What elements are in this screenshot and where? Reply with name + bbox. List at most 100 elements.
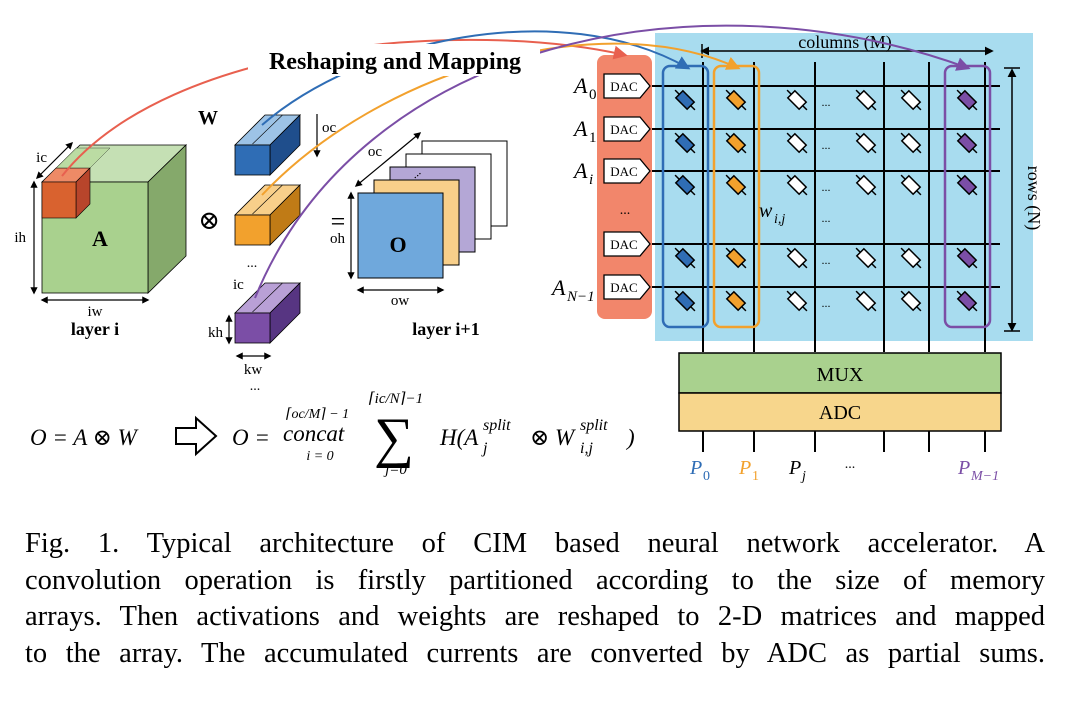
dac-shape (603, 231, 651, 257)
weight-cell (674, 174, 696, 196)
cell-resistor (956, 247, 978, 269)
dac-label: DAC (610, 237, 637, 252)
eq-close: ) (625, 425, 635, 450)
cell-resistor (674, 89, 696, 111)
weight-cell (725, 174, 747, 196)
weight-cell (855, 132, 877, 154)
weight-kernels (234, 114, 301, 344)
svg-text:1: 1 (589, 130, 597, 146)
weight-cell (855, 247, 877, 269)
equals-sign: = (331, 207, 346, 236)
sum-lower: j=0 (383, 462, 407, 478)
output-label-o: O (389, 232, 406, 257)
mux-block (678, 352, 1002, 394)
cell-resistor (900, 132, 922, 154)
eq-a-sup: split (483, 417, 511, 434)
equation-o: O = (232, 425, 270, 450)
weight-cell (956, 174, 978, 196)
svg-text:M−1: M−1 (970, 469, 999, 484)
output-channel (357, 192, 444, 279)
svg-text:P: P (957, 457, 970, 479)
concat-lower: i = 0 (306, 449, 333, 464)
conv-operator: ⊗ (198, 206, 220, 235)
figure-canvas: MUX ADC .................. columns (M) r… (14, 24, 1044, 484)
dac-label: DAC (610, 122, 637, 137)
output-feature-map: ... (357, 140, 508, 279)
adc-label: ADC (819, 402, 861, 424)
eq-h-open: H(A (439, 425, 479, 450)
implies-arrow-icon (175, 415, 218, 457)
dac-label: DAC (610, 280, 637, 295)
weight-cell (674, 247, 696, 269)
output-ow-label: ow (391, 293, 410, 309)
cell-dots: ... (822, 211, 831, 225)
cell-resistor (674, 290, 696, 312)
cell-resistor (900, 174, 922, 196)
dim-iw-label: iw (88, 304, 103, 320)
dac-label: DAC (610, 79, 637, 94)
cell-resistor (855, 247, 877, 269)
caption-line-4: to the array. The accumulated currents a… (25, 637, 1045, 669)
dac-shape (603, 274, 651, 300)
kernel-kh-label: kh (208, 325, 224, 341)
svg-text:A: A (550, 275, 566, 300)
svg-text:A: A (572, 73, 588, 98)
caption-line-3: arrays. Then activations and weights are… (25, 601, 1045, 632)
weight-cell (956, 132, 978, 154)
dac-dots: ... (620, 203, 631, 218)
eq-a-sub: j (481, 440, 488, 457)
cell-dots: ... (822, 95, 831, 109)
svg-text:P: P (689, 457, 702, 479)
input-label-a: A (92, 226, 108, 251)
output-oc-label: oc (368, 144, 383, 160)
cell-resistor (956, 132, 978, 154)
figure-caption: Fig. 1. Typical architecture of CIM base… (25, 526, 1045, 672)
weight-cell (674, 89, 696, 111)
cell-resistor (900, 290, 922, 312)
svg-text:P: P (788, 457, 801, 479)
concat-op: concat (283, 421, 345, 446)
weight-oc-label: oc (322, 120, 337, 136)
dim-ih-label: ih (14, 230, 26, 246)
cell-resistor (674, 132, 696, 154)
cell-resistor (674, 174, 696, 196)
weight-cell (725, 89, 747, 111)
cell-resistor (956, 290, 978, 312)
weight-cell (900, 247, 922, 269)
sum-upper: ⌈ic/N⌉−1 (369, 391, 423, 407)
dac-shape (603, 158, 651, 184)
weight-cell (900, 290, 922, 312)
weight-cell (855, 89, 877, 111)
weight-cell (786, 290, 808, 312)
kernel-front (234, 312, 271, 344)
weight-cell (725, 132, 747, 154)
weight-cell (855, 290, 877, 312)
kernel-orange (234, 184, 301, 246)
input-cube (41, 144, 187, 294)
cell-resistor (725, 247, 747, 269)
cell-resistor (786, 132, 808, 154)
weight-cell (786, 174, 808, 196)
array-grid: .................. (652, 62, 1000, 452)
cell-resistor (786, 174, 808, 196)
kernel-front (234, 144, 271, 176)
weight-label-w: W (198, 107, 218, 129)
weight-cell (956, 89, 978, 111)
dac-shape (603, 116, 651, 142)
kernel-ic-label: ic (233, 277, 244, 293)
eq-w-sub: i,j (580, 440, 593, 457)
cell-resistor (956, 174, 978, 196)
weight-cell (786, 132, 808, 154)
weight-cell (900, 132, 922, 154)
svg-text:P: P (738, 457, 751, 479)
mapping-title: Reshaping and Mapping (269, 49, 521, 75)
